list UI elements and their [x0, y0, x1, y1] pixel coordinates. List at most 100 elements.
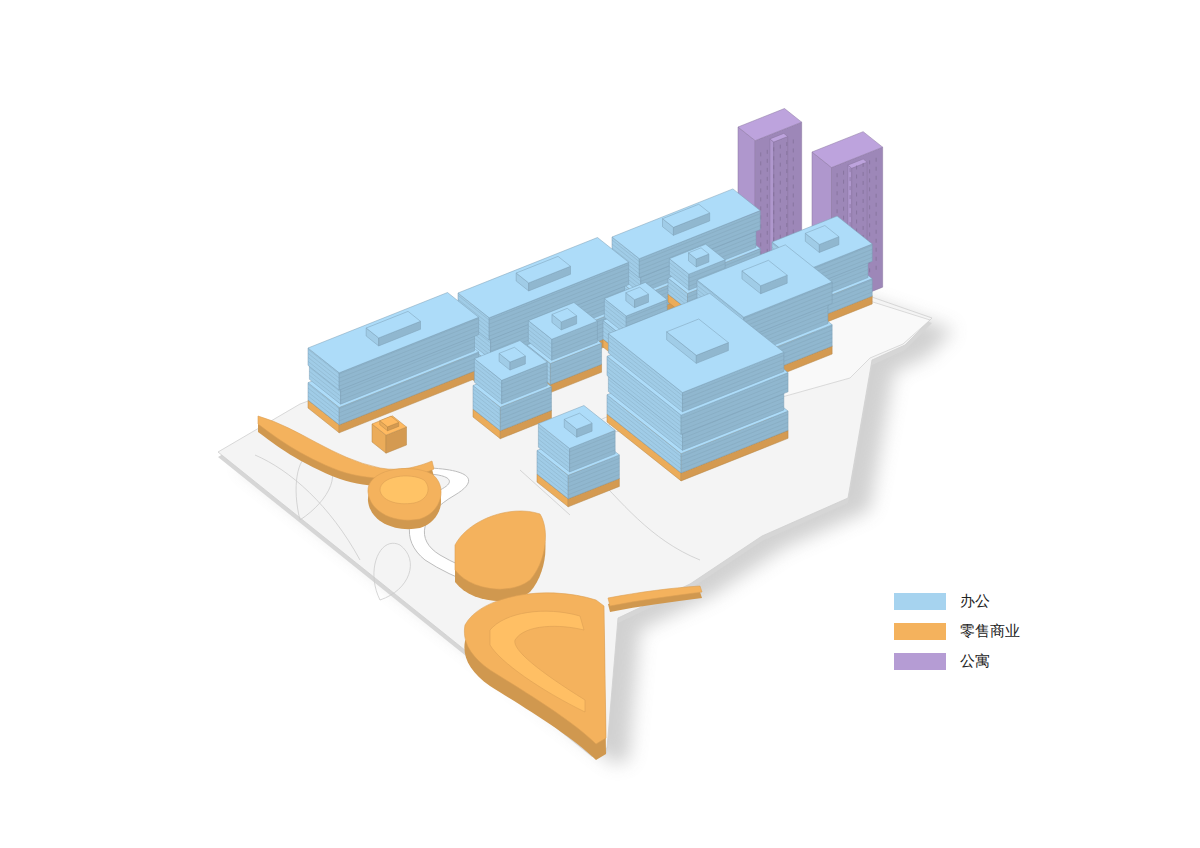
- window: [793, 148, 794, 152]
- window: [786, 187, 787, 191]
- window: [780, 145, 781, 149]
- window: [837, 200, 838, 204]
- face-top: [538, 406, 615, 449]
- window: [876, 176, 877, 180]
- window: [773, 219, 774, 223]
- window: [856, 166, 857, 170]
- legend-row: 零售商业: [894, 616, 1020, 646]
- window: [863, 190, 864, 194]
- window: [856, 220, 857, 224]
- plate-top: [218, 258, 932, 752]
- window: [856, 202, 857, 206]
- window: [869, 187, 870, 191]
- window: [767, 195, 768, 199]
- window: [856, 193, 857, 197]
- window: [767, 177, 768, 181]
- face-top: [742, 260, 787, 285]
- window: [773, 237, 774, 241]
- window: [793, 211, 794, 215]
- retail-top: [608, 586, 702, 606]
- window: [767, 150, 768, 154]
- face-top: [552, 308, 577, 322]
- window: [863, 217, 864, 221]
- window: [760, 188, 761, 192]
- window: [863, 226, 864, 230]
- floor-line: [537, 470, 619, 495]
- window: [850, 222, 851, 226]
- window: [850, 177, 851, 181]
- window: [767, 168, 768, 172]
- window: [876, 221, 877, 225]
- window: [837, 182, 838, 186]
- window: [793, 229, 794, 233]
- site-plate: [218, 258, 954, 764]
- window: [843, 171, 844, 175]
- landscape-line: [374, 543, 410, 600]
- window: [876, 167, 877, 171]
- window: [876, 239, 877, 243]
- window: [780, 163, 781, 167]
- office-building: [607, 293, 788, 481]
- window: [786, 160, 787, 164]
- window: [850, 213, 851, 217]
- retail-strip: [608, 586, 702, 612]
- floor-line: [474, 378, 547, 400]
- window: [850, 204, 851, 208]
- window: [780, 208, 781, 212]
- window: [793, 157, 794, 161]
- face-top: [612, 189, 760, 259]
- window: [869, 196, 870, 200]
- window: [869, 268, 870, 272]
- window: [780, 181, 781, 185]
- window: [876, 266, 877, 270]
- window: [856, 184, 857, 188]
- window: [876, 203, 877, 207]
- window: [767, 159, 768, 163]
- retail-pavilion: [455, 511, 545, 601]
- window: [773, 165, 774, 169]
- retail-top: [368, 468, 441, 520]
- window: [869, 178, 870, 182]
- window: [780, 217, 781, 221]
- window: [793, 220, 794, 224]
- window: [869, 223, 870, 227]
- window: [786, 142, 787, 146]
- retail-dome-roof: [380, 476, 428, 504]
- window: [843, 198, 844, 202]
- window: [876, 230, 877, 234]
- floor-line: [528, 338, 597, 357]
- window: [863, 199, 864, 203]
- window: [843, 189, 844, 193]
- buildings: [308, 109, 883, 507]
- face-top: [372, 416, 407, 435]
- window: [780, 154, 781, 158]
- window: [760, 170, 761, 174]
- window: [850, 195, 851, 199]
- window: [876, 212, 877, 216]
- legend: 办公零售商业公寓: [894, 586, 1020, 676]
- window: [760, 233, 761, 237]
- office-building: [308, 293, 479, 433]
- legend-label: 零售商业: [960, 622, 1020, 640]
- floor-line: [474, 374, 547, 396]
- window: [786, 196, 787, 200]
- window: [760, 179, 761, 183]
- window: [780, 172, 781, 176]
- face-top: [604, 282, 667, 316]
- face-top: [848, 159, 867, 168]
- face-top: [770, 133, 788, 142]
- window: [837, 209, 838, 213]
- window: [760, 242, 761, 246]
- window: [850, 168, 851, 172]
- window: [869, 232, 870, 236]
- legend-label: 公寓: [960, 652, 990, 670]
- window: [793, 193, 794, 197]
- face-top: [667, 319, 729, 355]
- retail-top: [464, 593, 606, 744]
- window: [856, 175, 857, 179]
- window: [773, 174, 774, 178]
- window: [780, 190, 781, 194]
- window: [876, 257, 877, 261]
- window: [869, 169, 870, 173]
- face-top: [458, 238, 629, 318]
